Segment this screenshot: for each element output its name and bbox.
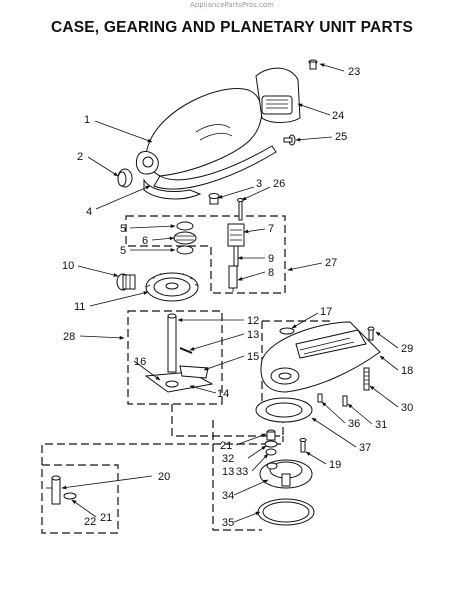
gear-housing: [260, 321, 381, 393]
callout-21a: 21: [220, 440, 232, 452]
callout-5b: 5: [120, 245, 126, 257]
callout-7: 7: [268, 223, 274, 235]
motor-housing: [135, 88, 277, 190]
trim-ring: [257, 498, 315, 526]
gear-shaft: [167, 313, 177, 373]
screw-30: [363, 367, 370, 391]
callout-26: 26: [273, 178, 285, 190]
callout-37: 37: [359, 442, 371, 454]
callout-30: 30: [401, 402, 413, 414]
callout-22: 22: [84, 516, 96, 528]
speed-knob: [117, 168, 133, 188]
group-box-20: [41, 464, 119, 534]
hinge-bracket: [143, 178, 202, 200]
bearing-stack: [264, 429, 278, 456]
callout-11: 11: [74, 301, 85, 313]
callout-12: 12: [247, 315, 259, 327]
callout-21b: 21: [100, 512, 112, 524]
callout-18: 18: [401, 365, 413, 377]
screw-29: [367, 326, 375, 341]
callout-16: 16: [134, 356, 146, 368]
worm-shaft: [116, 273, 136, 291]
callout-3: 3: [256, 178, 262, 190]
callout-25: 25: [335, 131, 347, 143]
gasket-37: [255, 397, 313, 423]
callout-19: 19: [329, 459, 341, 471]
callout-15: 15: [247, 351, 259, 363]
callout-36: 36: [348, 418, 360, 430]
callout-28: 28: [63, 331, 75, 343]
washer-17: [279, 327, 295, 335]
callout-8: 8: [268, 267, 274, 279]
callout-10: 10: [62, 260, 74, 272]
planetary-plate: [144, 365, 214, 393]
group-box-27: [125, 215, 286, 294]
gear-stack: [173, 221, 197, 255]
watermark: AppliancePartsPros.com: [190, 1, 274, 9]
callout-31: 31: [375, 419, 387, 431]
screw-36: [317, 393, 323, 403]
rear-cover: [255, 67, 301, 123]
screw-25: [283, 134, 296, 146]
leader-lines: [61, 63, 399, 523]
group-20-parts: [46, 475, 77, 505]
callout-2: 2: [77, 151, 83, 163]
callout-27: 27: [325, 257, 337, 269]
callout-1: 1: [84, 114, 90, 126]
planetary-unit: [259, 459, 313, 489]
callout-34: 34: [222, 490, 234, 502]
screw-19: [299, 438, 307, 453]
screw-26: [237, 198, 244, 221]
callout-17: 17: [320, 306, 332, 318]
callout-9: 9: [268, 253, 274, 265]
callout-35: 35: [222, 517, 234, 529]
screw-23: [308, 59, 318, 70]
callout-13b: 13: [222, 466, 234, 478]
callout-33: 33: [236, 466, 248, 478]
callout-labels: 1 2 3 4 5 5 6 7 8 9 10 11 12 13 13 14 15…: [62, 66, 413, 529]
screw-31: [342, 395, 348, 407]
screw-3: [208, 193, 220, 205]
pin-13: [179, 347, 193, 354]
callout-4: 4: [86, 206, 92, 218]
connector-lines: [41, 404, 284, 531]
page-title: CASE, GEARING AND PLANETARY UNIT PARTS: [50, 19, 414, 36]
group-box-28: [127, 310, 223, 405]
callout-23: 23: [348, 66, 360, 78]
callout-6: 6: [142, 235, 148, 247]
callout-14: 14: [217, 388, 229, 400]
callout-32: 32: [222, 453, 234, 465]
callout-5a: 5: [120, 223, 126, 235]
worm-gear-assembly: [227, 223, 245, 292]
callout-20: 20: [158, 471, 170, 483]
callout-29: 29: [401, 343, 413, 355]
large-gear: [145, 272, 199, 302]
callout-24: 24: [332, 110, 344, 122]
callout-13a: 13: [247, 329, 259, 341]
